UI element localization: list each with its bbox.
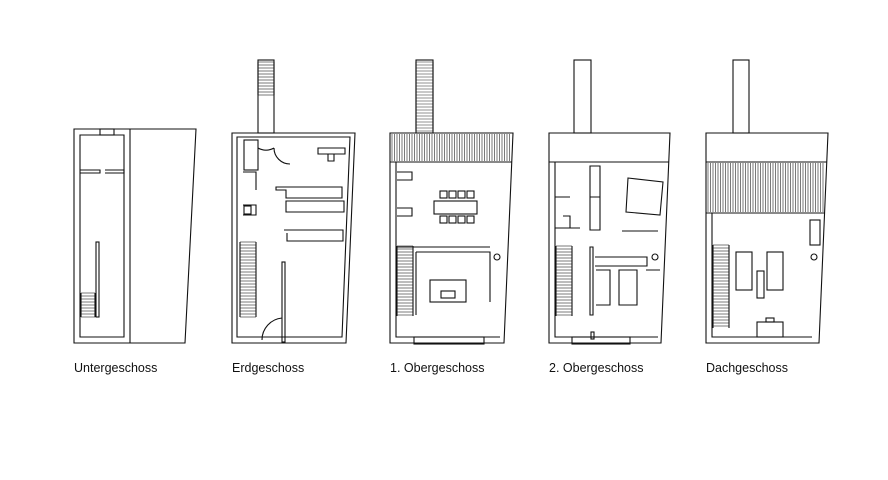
chair xyxy=(466,215,475,224)
chair xyxy=(457,215,466,224)
plan-label-2-obergeschoss: 2. Obergeschoss xyxy=(549,361,644,375)
chair xyxy=(457,190,466,199)
roof-terrace-hatch xyxy=(707,163,824,212)
chair xyxy=(439,215,448,224)
tower-stair-hatch xyxy=(415,61,434,132)
chair xyxy=(448,190,457,199)
plan-1-obergeschoss xyxy=(389,59,514,345)
plan-dachgeschoss xyxy=(705,59,829,344)
chair xyxy=(439,190,448,199)
tower-stair-hatch xyxy=(257,61,275,96)
plan-untergeschoss xyxy=(73,128,197,344)
stair-hatch xyxy=(80,292,96,318)
stair-hatch xyxy=(396,245,414,316)
plan-label-erdgeschoss: Erdgeschoss xyxy=(232,361,305,375)
stair-hatch xyxy=(712,244,730,328)
dining-chairs xyxy=(439,190,475,224)
stair-hatch xyxy=(239,241,257,318)
plan-label-dachgeschoss: Dachgeschoss xyxy=(706,361,788,375)
stair-hatch xyxy=(555,245,573,316)
chair xyxy=(448,215,457,224)
plan-label-untergeschoss: Untergeschoss xyxy=(74,361,158,375)
plan-label-1-obergeschoss: 1. Obergeschoss xyxy=(390,361,485,375)
plan-erdgeschoss xyxy=(231,59,356,344)
plan-2-obergeschoss xyxy=(548,59,671,345)
chair xyxy=(466,190,475,199)
balcony-hatch xyxy=(391,134,510,161)
